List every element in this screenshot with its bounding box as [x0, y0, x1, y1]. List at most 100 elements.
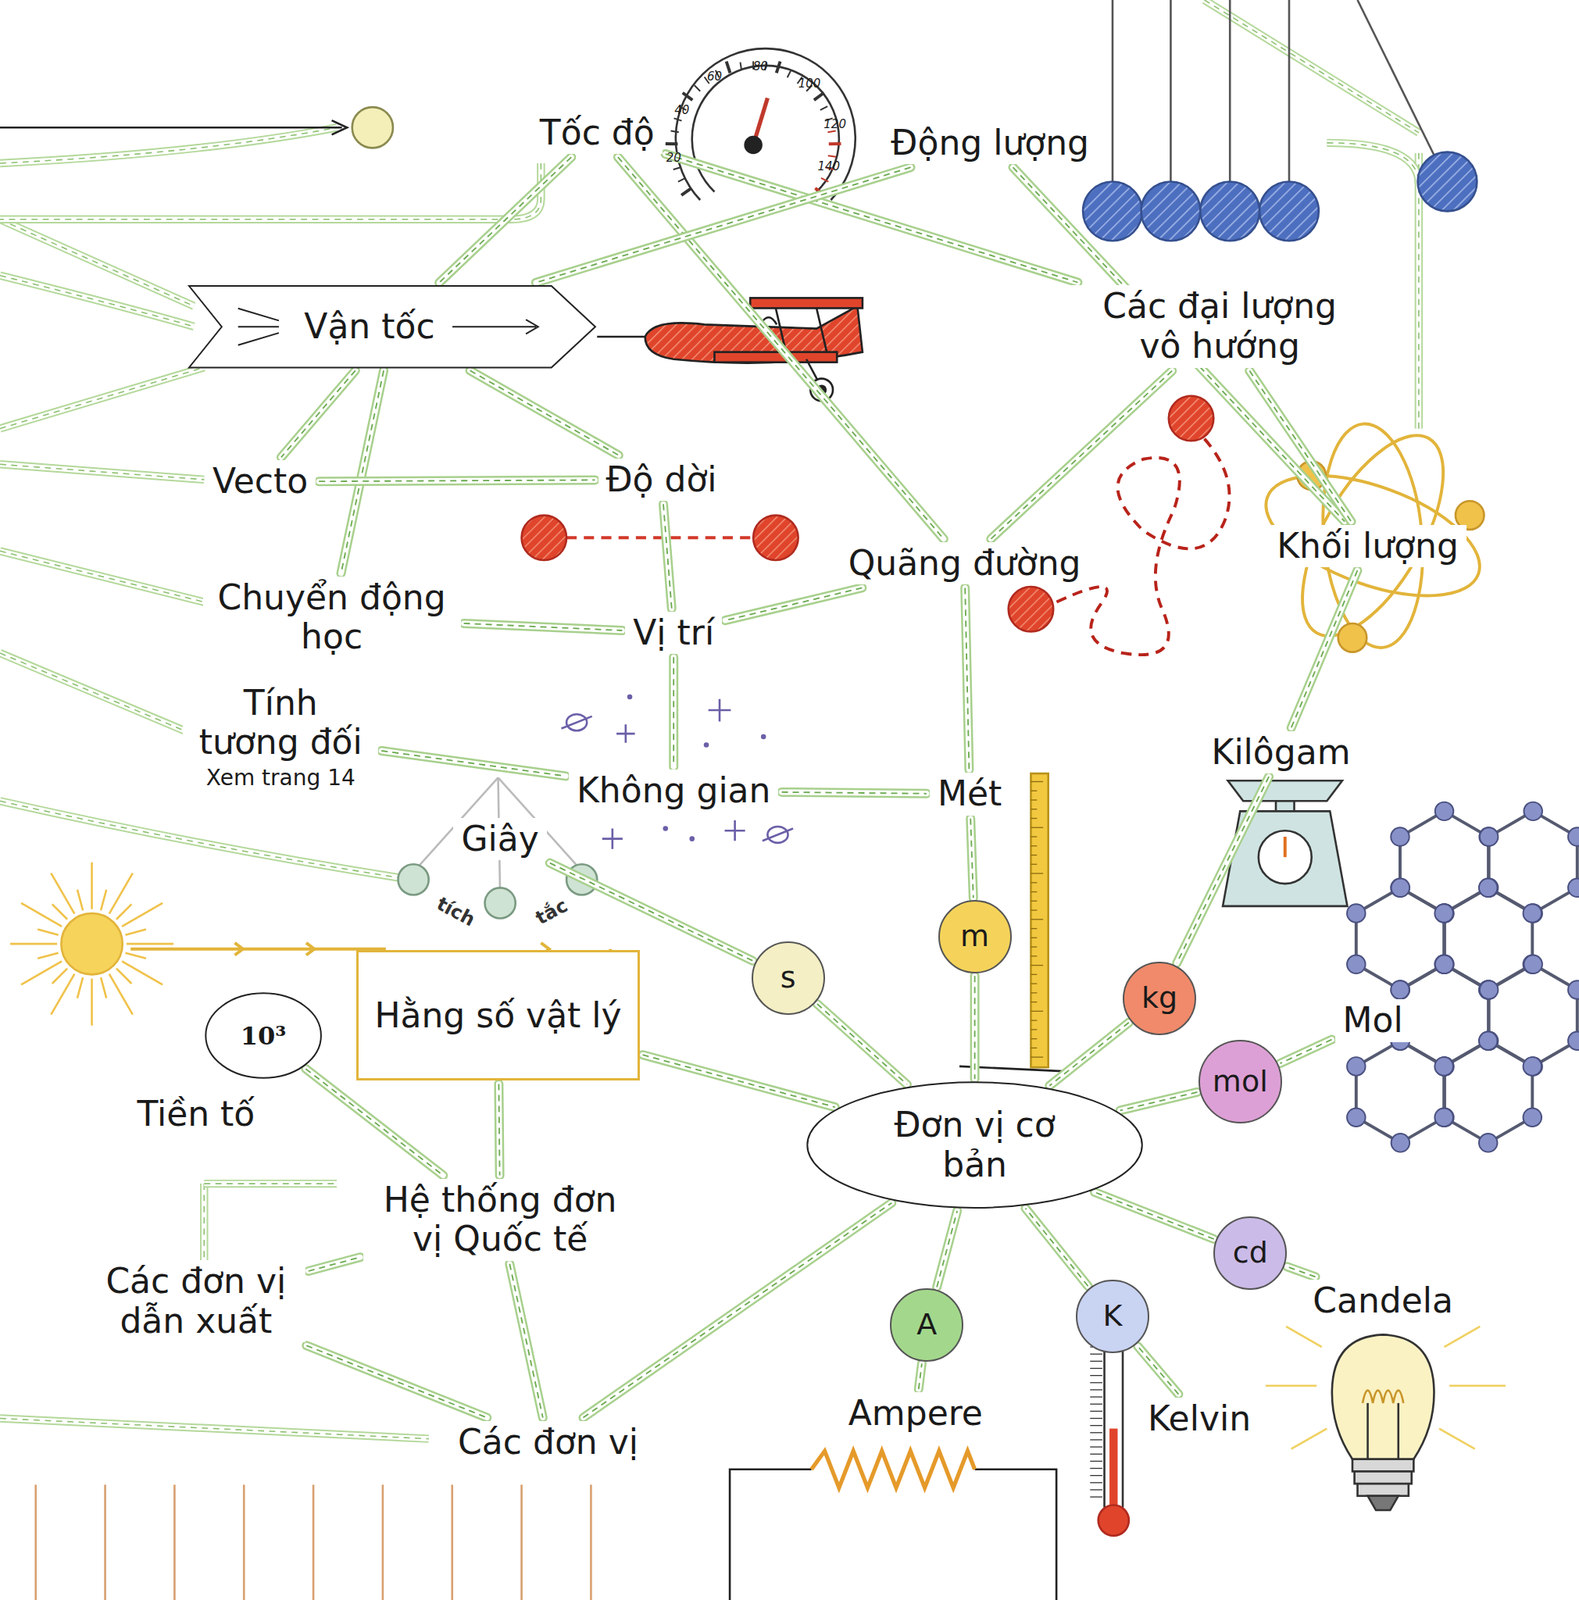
road-fill	[306, 1345, 487, 1418]
stroke	[1089, 1368, 1103, 1369]
stroke	[1435, 903, 1454, 923]
stroke	[21, 960, 62, 985]
stroke	[125, 929, 146, 936]
stroke	[674, 117, 683, 121]
stroke	[1346, 903, 1366, 923]
road-connector	[509, 1264, 544, 1419]
road-connector	[535, 167, 911, 283]
road-connector	[281, 370, 356, 458]
stroke	[121, 903, 163, 927]
node-text: Tốc độ	[539, 113, 655, 154]
stroke	[1434, 903, 1454, 923]
road-centre	[1286, 1266, 1315, 1277]
stroke	[0, 1418, 429, 1440]
stroke	[0, 464, 204, 480]
node-text: Giây	[460, 819, 539, 860]
road-fill	[964, 587, 969, 770]
stroke	[814, 92, 825, 101]
stroke	[52, 968, 68, 984]
road-fill	[305, 1068, 443, 1176]
circle-outline	[205, 993, 322, 1079]
road-connector	[1094, 1192, 1215, 1240]
unit-circle: cd	[1213, 1216, 1287, 1290]
node-note: Tiền tố	[132, 1094, 260, 1135]
road-centre	[643, 1054, 836, 1108]
road-connector	[964, 587, 969, 770]
road-connector	[1291, 570, 1358, 728]
stroke	[671, 131, 679, 133]
node-note: Xem trang 14	[190, 765, 371, 791]
concept-label: Mét	[929, 772, 1010, 816]
road-fill	[281, 370, 356, 458]
node-text: Động lượng	[890, 123, 1090, 164]
road-connector	[318, 479, 595, 482]
concept-label: Không gian	[568, 769, 779, 813]
stroke	[1523, 802, 1543, 822]
node-text: A	[916, 1307, 937, 1343]
stroke	[1523, 1057, 1543, 1076]
road-connector	[1049, 1022, 1129, 1087]
stroke	[1435, 1057, 1454, 1076]
stroke	[1568, 980, 1579, 1000]
road-connector	[1120, 1092, 1198, 1112]
stroke	[1030, 827, 1044, 829]
stroke	[1030, 1019, 1037, 1021]
stroke	[726, 61, 731, 74]
stroke	[125, 953, 146, 959]
road-centre	[381, 750, 566, 776]
road-connector	[308, 1257, 361, 1272]
stroke	[1089, 1375, 1103, 1376]
stroke	[1030, 1056, 1044, 1058]
road-fill	[464, 623, 623, 631]
stroke	[673, 167, 682, 170]
concept-label: Tính tương đốiXem trang 14	[182, 682, 379, 793]
stroke	[1204, 0, 1419, 133]
stroke	[1030, 946, 1037, 947]
road-fill	[1120, 1092, 1198, 1112]
stroke	[1400, 810, 1489, 914]
road-edge	[643, 1054, 836, 1108]
stroke	[1030, 1028, 1037, 1030]
stroke	[1435, 1057, 1454, 1076]
stroke	[1030, 1038, 1037, 1040]
stroke	[1204, 0, 1419, 133]
central-ellipse: Đơn vị cơ bản	[806, 1081, 1144, 1209]
node-text: Các đại lượng vô hướng	[1078, 286, 1361, 366]
concept-label: Khối lượng	[1268, 525, 1467, 569]
stroke	[0, 464, 204, 480]
stroke	[77, 889, 83, 911]
road-fill	[535, 167, 911, 283]
node-text: Hằng số vật lý	[374, 996, 622, 1036]
stroke	[1523, 1107, 1543, 1127]
road-edge	[308, 1257, 361, 1272]
road-connector	[643, 1054, 836, 1108]
road-fill	[341, 370, 385, 574]
stroke	[1089, 1361, 1103, 1362]
stroke	[1089, 1446, 1103, 1447]
road-edge	[782, 792, 927, 794]
stroke	[0, 127, 337, 164]
stroke	[0, 367, 204, 429]
road-connector	[974, 975, 976, 1079]
stroke	[1089, 1353, 1103, 1355]
road-fill	[725, 587, 862, 621]
road-fill	[817, 1003, 908, 1085]
stroke	[1443, 887, 1533, 990]
stroke	[1523, 955, 1543, 975]
concept-label: Vị trí	[625, 611, 722, 655]
stroke	[109, 974, 133, 1015]
stroke	[1478, 1133, 1498, 1153]
stroke	[0, 1418, 429, 1440]
stroke	[173, 1484, 176, 1600]
stroke	[103, 1484, 107, 1600]
gauge-number: 120	[823, 117, 847, 132]
stroke	[1478, 827, 1498, 847]
stroke	[1030, 937, 1037, 939]
road-connector	[663, 503, 672, 608]
stroke	[90, 978, 93, 1026]
road-centre	[341, 370, 385, 574]
road-fill	[1280, 1039, 1333, 1065]
road-centre	[1025, 1208, 1089, 1287]
concept-label: Hệ thống đơn vị Quốc tế	[363, 1178, 637, 1262]
stroke	[1030, 928, 1037, 929]
